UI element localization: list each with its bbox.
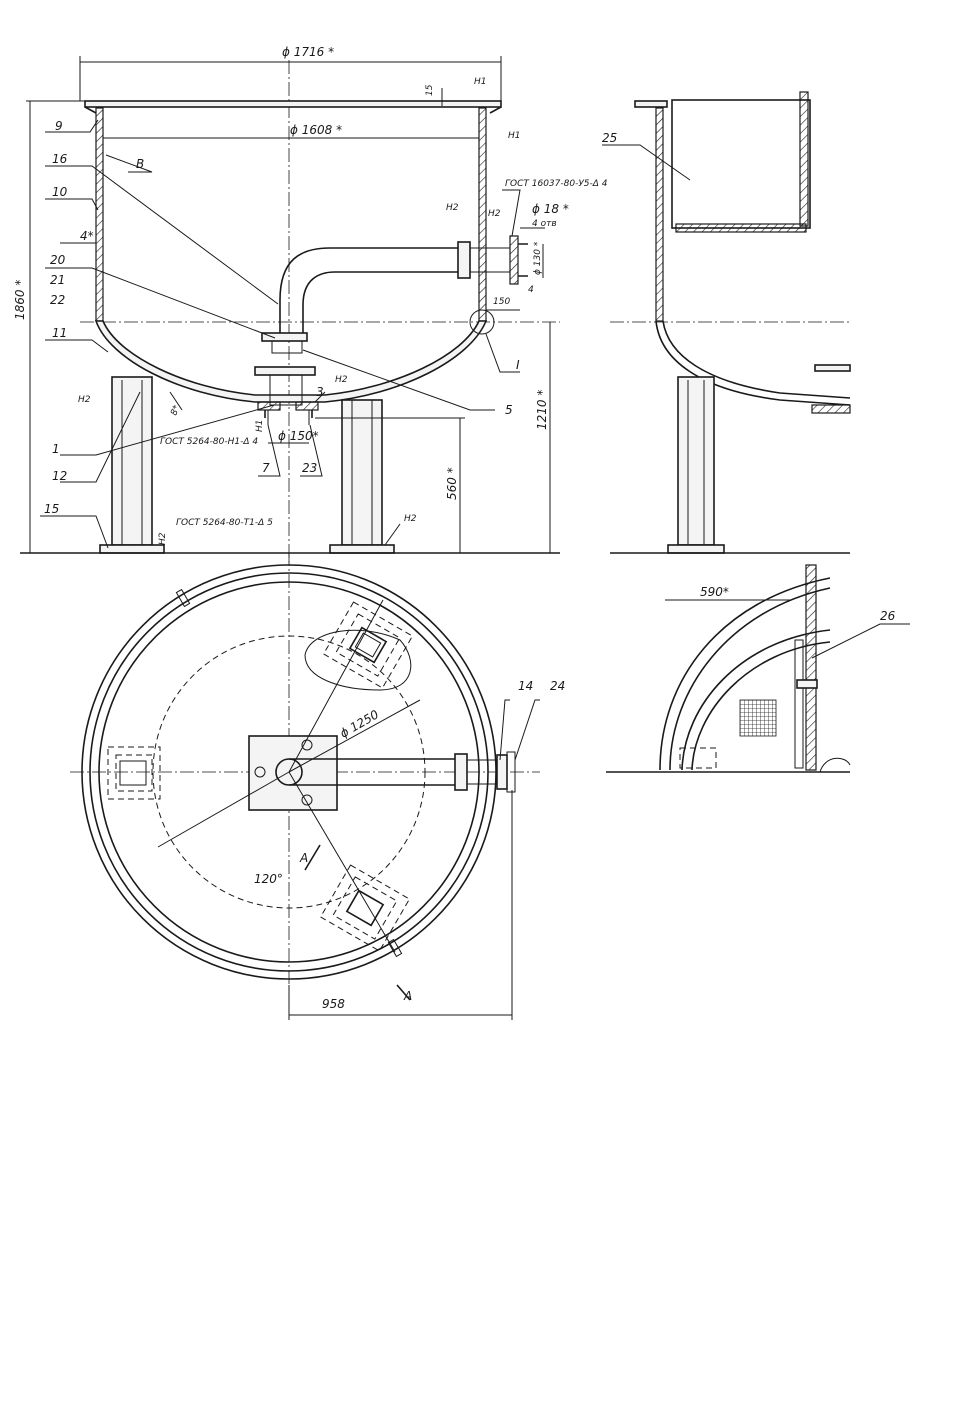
pipe-flange bbox=[457, 241, 471, 279]
section-A-bottom: A bbox=[403, 989, 412, 1003]
dim-1716: ϕ 1716 * bbox=[282, 45, 334, 59]
dim-958: 958 bbox=[322, 997, 345, 1011]
dim-8: 8* bbox=[169, 404, 182, 417]
mark-n2a: Н2 bbox=[78, 395, 91, 405]
drain-pad bbox=[254, 366, 316, 376]
angle-120: 120° bbox=[254, 872, 283, 886]
dim-1860: 1860 * bbox=[13, 280, 27, 320]
part-9: 9 bbox=[55, 119, 63, 133]
part-7: 7 bbox=[262, 461, 270, 475]
legs bbox=[20, 376, 560, 554]
detail-I: I bbox=[516, 358, 520, 372]
mark-n1b: Н1 bbox=[508, 131, 521, 141]
part-15: 15 bbox=[44, 502, 59, 516]
part-B: В bbox=[136, 157, 144, 171]
part-22: 22 bbox=[50, 293, 65, 307]
part-16: 16 bbox=[52, 152, 68, 166]
detail-circle bbox=[469, 309, 495, 335]
side-view: 25 bbox=[602, 91, 851, 554]
mark-n2b: Н2 bbox=[446, 203, 459, 213]
plan-view: 958 ϕ 1250 120° A A 14 24 bbox=[70, 552, 565, 1020]
dim-15: 15 bbox=[425, 84, 435, 96]
mark-n2c: Н2 bbox=[488, 209, 501, 219]
section-A-top: A bbox=[299, 851, 308, 865]
dim-18: ϕ 18 * bbox=[532, 202, 569, 216]
part-14: 14 bbox=[518, 679, 533, 693]
part-1: 1 bbox=[52, 442, 60, 456]
dim-150: ϕ 150* bbox=[278, 429, 319, 443]
mark-n2f: Н2 bbox=[404, 514, 417, 524]
dim-130: ϕ 130 * bbox=[533, 241, 543, 275]
mark-n2d: Н2 bbox=[335, 375, 348, 385]
mark-n1c: Н1 bbox=[255, 420, 265, 433]
dim-590: 590* bbox=[700, 585, 729, 599]
section-view: 590* 26 bbox=[606, 564, 910, 773]
mark-n2e: Н2 bbox=[158, 532, 168, 545]
part-5: 5 bbox=[505, 403, 513, 417]
left-wall bbox=[95, 107, 104, 322]
internal-pipe bbox=[279, 247, 465, 335]
part-3: 3 bbox=[316, 385, 324, 399]
part-26: 26 bbox=[880, 609, 896, 623]
holes-4: 4 отв bbox=[532, 219, 557, 229]
part-20: 20 bbox=[50, 253, 66, 267]
mark-n1a: Н1 bbox=[474, 77, 487, 87]
right-wall bbox=[478, 107, 487, 322]
part-24: 24 bbox=[550, 679, 565, 693]
bottom-head bbox=[94, 320, 488, 403]
dim-4b: 4 bbox=[528, 285, 534, 295]
part-12: 12 bbox=[52, 469, 67, 483]
part-23: 23 bbox=[302, 461, 317, 475]
dim-4a: 4* bbox=[80, 229, 94, 243]
gost-16037: ГОСТ 16037-80-У5-Δ 4 bbox=[505, 179, 608, 189]
dim-560: 560 * bbox=[445, 467, 459, 500]
top-rim bbox=[84, 100, 502, 108]
part-25: 25 bbox=[602, 131, 617, 145]
front-view: ϕ 1716 * ϕ 1608 * Н1 Н1 15 9 16 В 10 4* … bbox=[13, 45, 608, 565]
dim-1608: ϕ 1608 * bbox=[290, 123, 342, 137]
part-21: 21 bbox=[50, 273, 65, 287]
dim-150h: 150 bbox=[493, 297, 510, 307]
part-11: 11 bbox=[52, 326, 67, 340]
dim-1210: 1210 * bbox=[535, 390, 549, 430]
part-10: 10 bbox=[52, 185, 68, 199]
gost-5264-h1: ГОСТ 5264-80-Н1-Δ 4 bbox=[160, 437, 258, 447]
gost-5264-t1: ГОСТ 5264-80-Т1-Δ 5 bbox=[176, 518, 273, 528]
